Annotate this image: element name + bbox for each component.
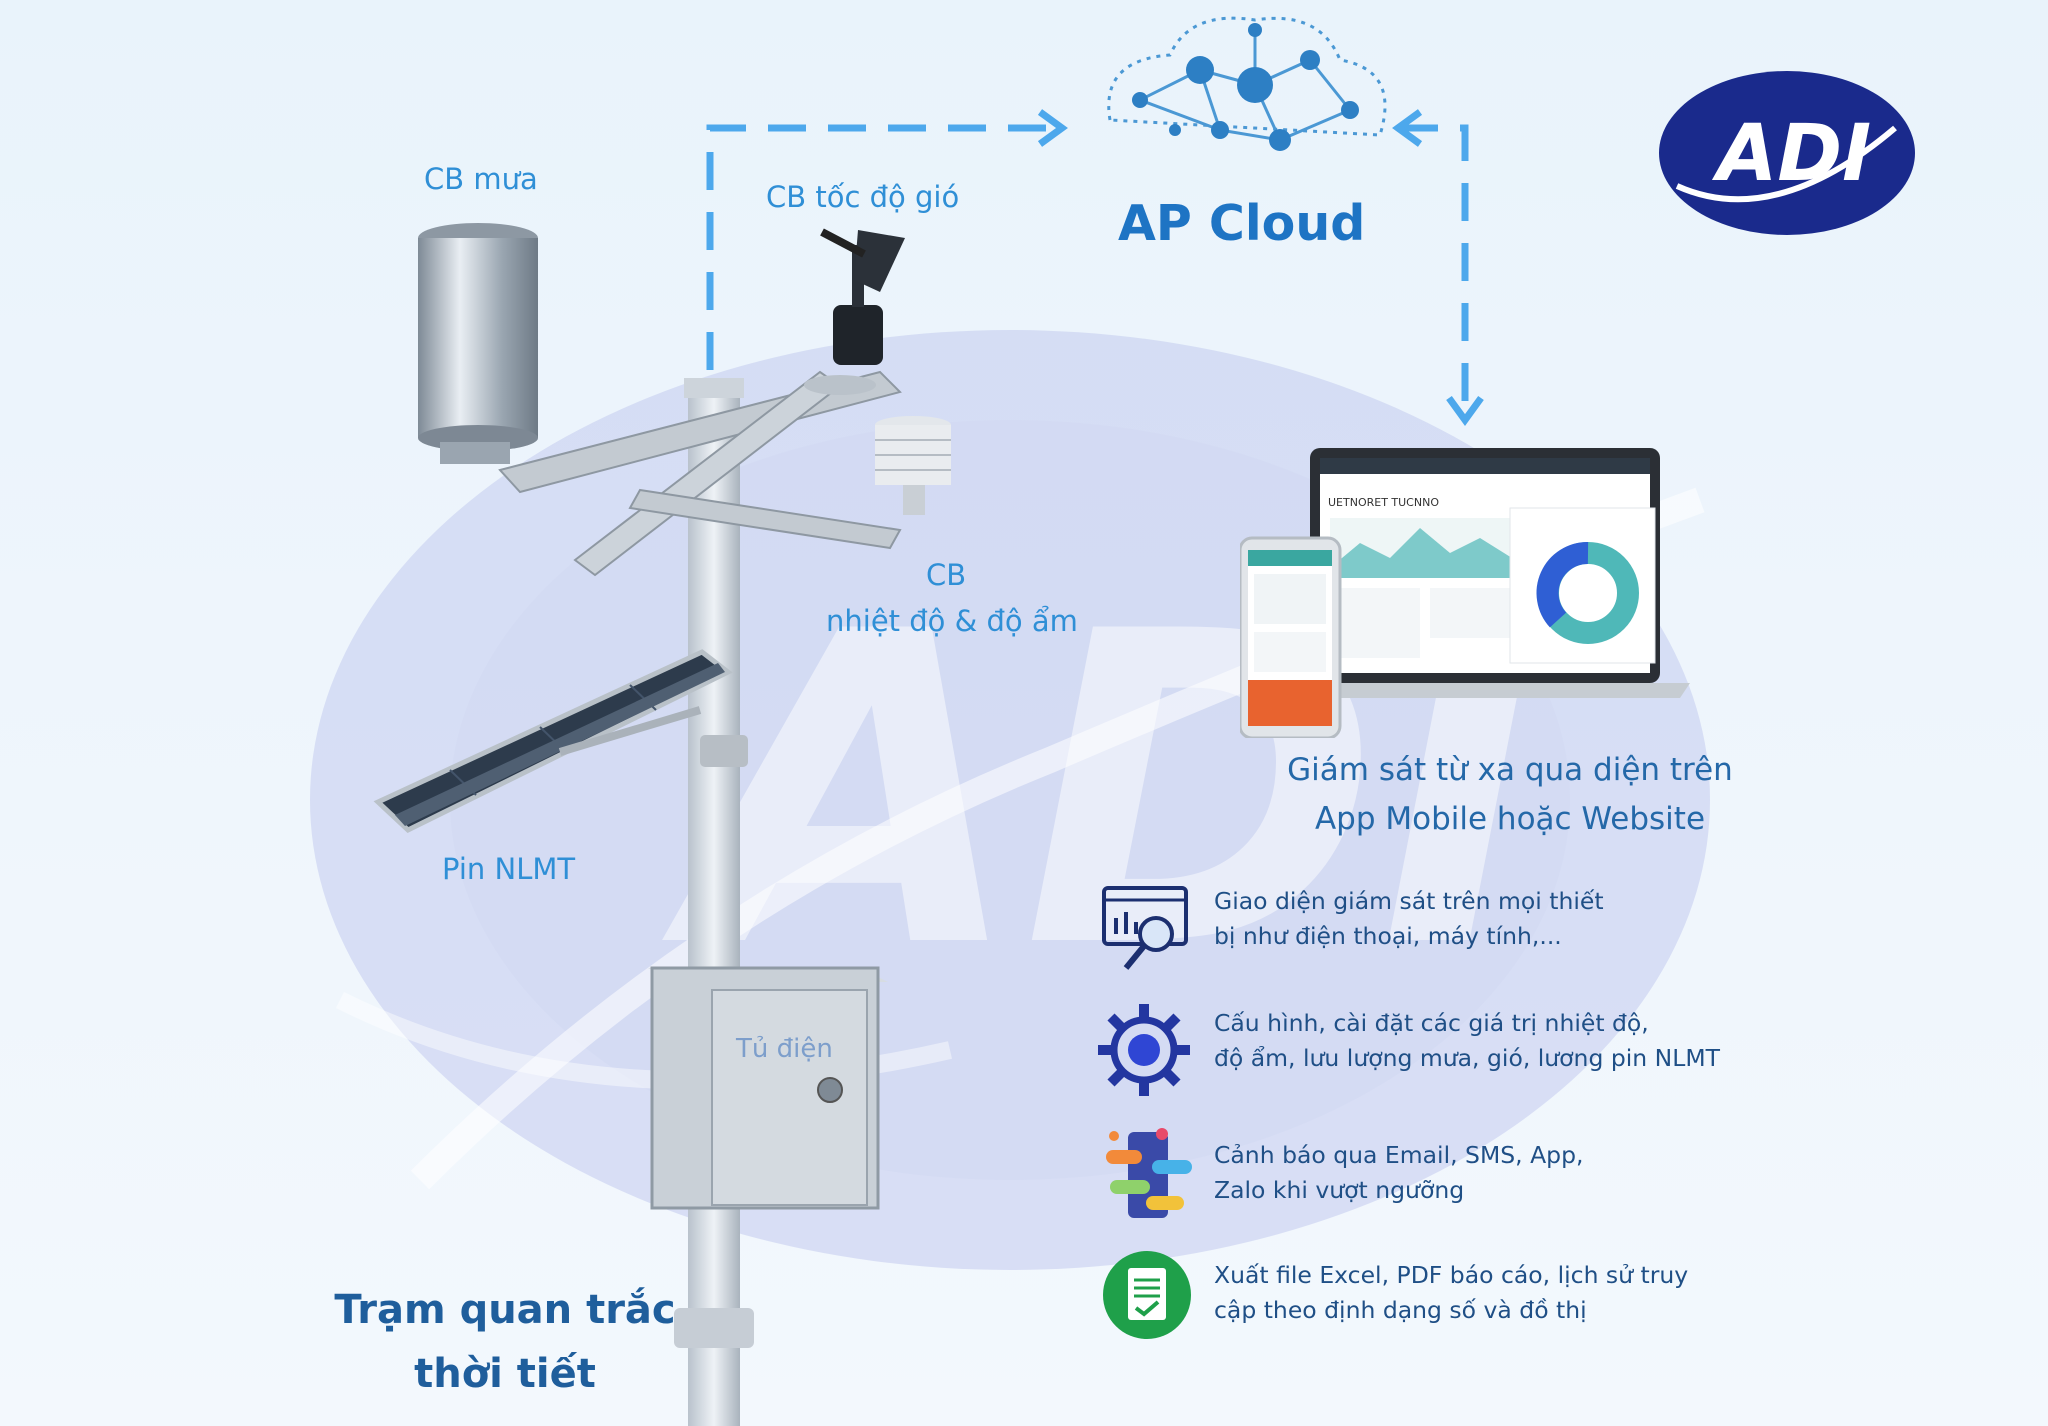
anemometer <box>804 228 905 395</box>
remote-caption-line-1: Giám sát từ xa qua diện trên <box>1287 752 1733 788</box>
solar-panel <box>373 649 748 834</box>
pole <box>688 380 740 1426</box>
rain-gauge <box>418 223 538 464</box>
feature-4-line-1: Xuất file Excel, PDF báo cáo, lịch sử tr… <box>1214 1261 1689 1289</box>
feature-1-line-2: bị như điện thoại, máy tính,... <box>1214 922 1562 950</box>
adi-logo: ADI <box>1659 71 1915 235</box>
adi-logo-text: ADI <box>1711 109 1871 199</box>
feature-export: Xuất file Excel, PDF báo cáo, lịch sử tr… <box>1214 1258 1688 1328</box>
feature-2-line-2: độ ẩm, lưu lượng mưa, gió, lương pin NLM… <box>1214 1044 1720 1072</box>
cabinet-label: Tủ điện <box>736 1034 833 1064</box>
cloud-title: AP Cloud <box>1118 195 1366 252</box>
station-title-line-2: thời tiết <box>414 1351 596 1397</box>
solar-panel-label: Pin NLMT <box>442 852 576 886</box>
rain-sensor-label: CB mưa <box>424 162 538 196</box>
feature-4-line-2: cập theo định dạng số và đồ thị <box>1214 1296 1587 1324</box>
cloud-network-icon <box>1107 16 1387 151</box>
remote-monitoring-caption: Giám sát từ xa qua diện trên App Mobile … <box>1230 746 1790 844</box>
temperature-humidity-shield <box>875 416 951 515</box>
feature-3-line-2: Zalo khi vượt ngưỡng <box>1214 1176 1465 1204</box>
monitor-search-icon <box>1102 886 1188 970</box>
feature-alerts: Cảnh báo qua Email, SMS, App, Zalo khi v… <box>1214 1138 1583 1208</box>
temp-sensor-label-1: CB <box>926 558 967 592</box>
laptop-screen-heading: UETNORET TUCNNO <box>1328 496 1439 509</box>
feature-2-line-1: Cấu hình, cài đặt các giá trị nhiệt độ, <box>1214 1009 1649 1037</box>
feature-3-line-1: Cảnh báo qua Email, SMS, App, <box>1214 1141 1584 1169</box>
station-title-line-1: Trạm quan trắc <box>334 1287 676 1333</box>
laptop-phone-mockup: UETNORET TUCNNO <box>1240 448 1690 738</box>
feature-configuration: Cấu hình, cài đặt các giá trị nhiệt độ, … <box>1214 1006 1720 1076</box>
remote-caption-line-2: App Mobile hoặc Website <box>1314 801 1706 837</box>
electrical-cabinet <box>648 966 888 1210</box>
feature-monitoring: Giao diện giám sát trên mọi thiết bị như… <box>1214 884 1604 954</box>
report-file-icon <box>1103 1251 1191 1339</box>
station-title: Trạm quan trắc thời tiết <box>330 1278 680 1406</box>
gear-icon <box>1098 1004 1190 1096</box>
wind-sensor-label: CB tốc độ gió <box>766 180 960 214</box>
temp-sensor-label-2: nhiệt độ & độ ẩm <box>826 604 1078 638</box>
notification-phone-icon <box>1106 1128 1192 1218</box>
feature-1-line-1: Giao diện giám sát trên mọi thiết <box>1214 887 1604 915</box>
